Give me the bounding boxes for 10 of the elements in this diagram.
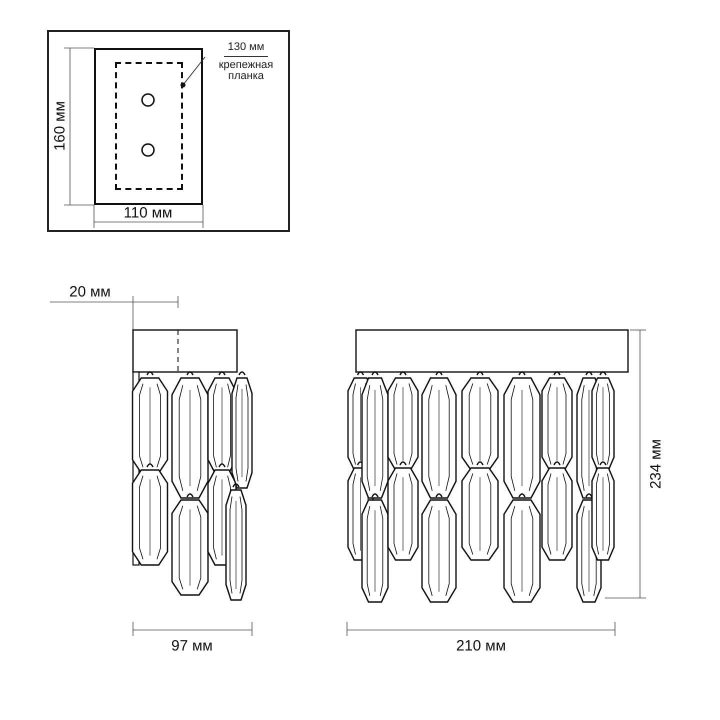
dimension-label: 160 мм <box>52 101 68 151</box>
callout-text: 130 мм <box>224 42 268 57</box>
dimension-label: 234 мм <box>648 439 664 489</box>
dimension-label: 20 мм <box>69 284 111 300</box>
callout-text: крепежная планка <box>218 58 274 83</box>
mounting-bracket-outline <box>115 62 183 190</box>
dimension-label: 97 мм <box>171 638 213 654</box>
leader-line <box>180 56 206 88</box>
dimension-label: 210 мм <box>456 638 506 654</box>
dimension-label: 110 мм <box>124 204 172 222</box>
